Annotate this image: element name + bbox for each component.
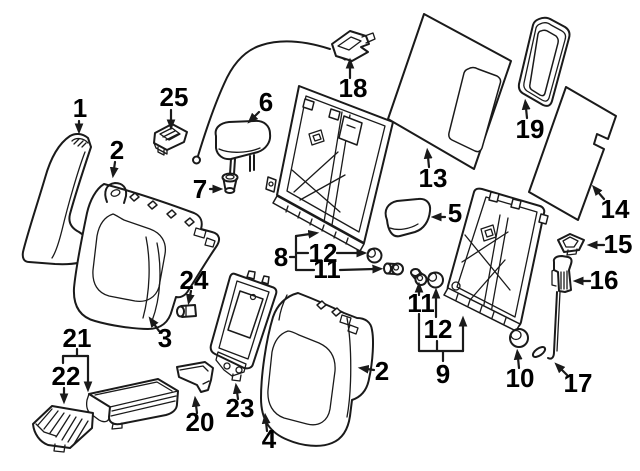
part-12-grommet-a[interactable] — [366, 247, 383, 264]
leader-lines — [59, 57, 606, 433]
callout-8[interactable]: 8 — [274, 242, 288, 272]
callout-4[interactable]: 4 — [262, 424, 277, 454]
part-16-latch-lock[interactable] — [551, 255, 573, 293]
callout-23[interactable]: 23 — [226, 393, 255, 423]
callout-16[interactable]: 16 — [590, 265, 619, 295]
part-22-tray-insert[interactable] — [32, 405, 94, 453]
part-20-strap-bezel[interactable] — [176, 361, 214, 393]
part-2-seat-back-cover-left[interactable] — [72, 182, 221, 330]
callout-13[interactable]: 13 — [419, 163, 448, 193]
callout-25[interactable]: 25 — [160, 82, 189, 112]
callout-3[interactable]: 3 — [158, 323, 172, 353]
callout-10[interactable]: 10 — [506, 363, 535, 393]
callout-20[interactable]: 20 — [186, 407, 215, 437]
callout-labels: 1 2 25 6 18 13 19 14 5 7 15 16 8 12 11 2… — [52, 73, 633, 454]
callout-1[interactable]: 1 — [73, 93, 87, 123]
callout-21[interactable]: 21 — [63, 323, 92, 353]
callout-5[interactable]: 5 — [448, 198, 462, 228]
callout-2-left[interactable]: 2 — [110, 135, 124, 165]
callout-11-a[interactable]: 11 — [313, 254, 341, 284]
callout-18[interactable]: 18 — [339, 73, 368, 103]
part-18-release-cable-latch[interactable] — [192, 30, 376, 165]
callout-6[interactable]: 6 — [259, 87, 273, 117]
part-12-grommet-b[interactable] — [427, 271, 444, 289]
part-4-seat-back-cover-right[interactable] — [260, 292, 374, 447]
callout-24[interactable]: 24 — [180, 265, 209, 295]
part-9-seat-back-frame-right[interactable] — [443, 187, 549, 332]
callout-19[interactable]: 19 — [516, 114, 545, 144]
callout-22[interactable]: 22 — [52, 361, 81, 391]
part-10-knob-cap[interactable] — [509, 328, 529, 348]
callout-9[interactable]: 9 — [436, 359, 450, 389]
callout-15[interactable]: 15 — [604, 229, 633, 259]
callout-11-b[interactable]: 11 — [407, 288, 435, 318]
part-14-back-panel-board[interactable] — [528, 86, 617, 221]
part-23-armrest-frame[interactable] — [209, 270, 278, 382]
callout-14[interactable]: 14 — [601, 194, 630, 224]
part-15-bezel[interactable] — [557, 233, 585, 256]
part-11-pin-a[interactable] — [383, 262, 404, 276]
part-21-armrest-assembly[interactable] — [85, 378, 179, 430]
part-6-headrest[interactable] — [214, 119, 272, 175]
part-24-spacer-sleeve[interactable] — [176, 304, 197, 318]
part-13-back-panel[interactable] — [387, 13, 512, 170]
part-7-headrest-guide-sleeve[interactable] — [221, 172, 239, 194]
callout-12-b[interactable]: 12 — [424, 314, 453, 344]
part-8-seat-back-frame-left[interactable] — [265, 85, 394, 252]
callout-2-right[interactable]: 2 — [375, 356, 389, 386]
part-5-headrest-small[interactable] — [384, 197, 432, 238]
callout-17[interactable]: 17 — [564, 368, 593, 398]
part-17-release-cable[interactable] — [531, 291, 561, 360]
part-19-frame-seal[interactable] — [517, 16, 571, 107]
callout-7[interactable]: 7 — [193, 174, 207, 204]
callout-12-a[interactable]: 12 — [309, 238, 338, 268]
